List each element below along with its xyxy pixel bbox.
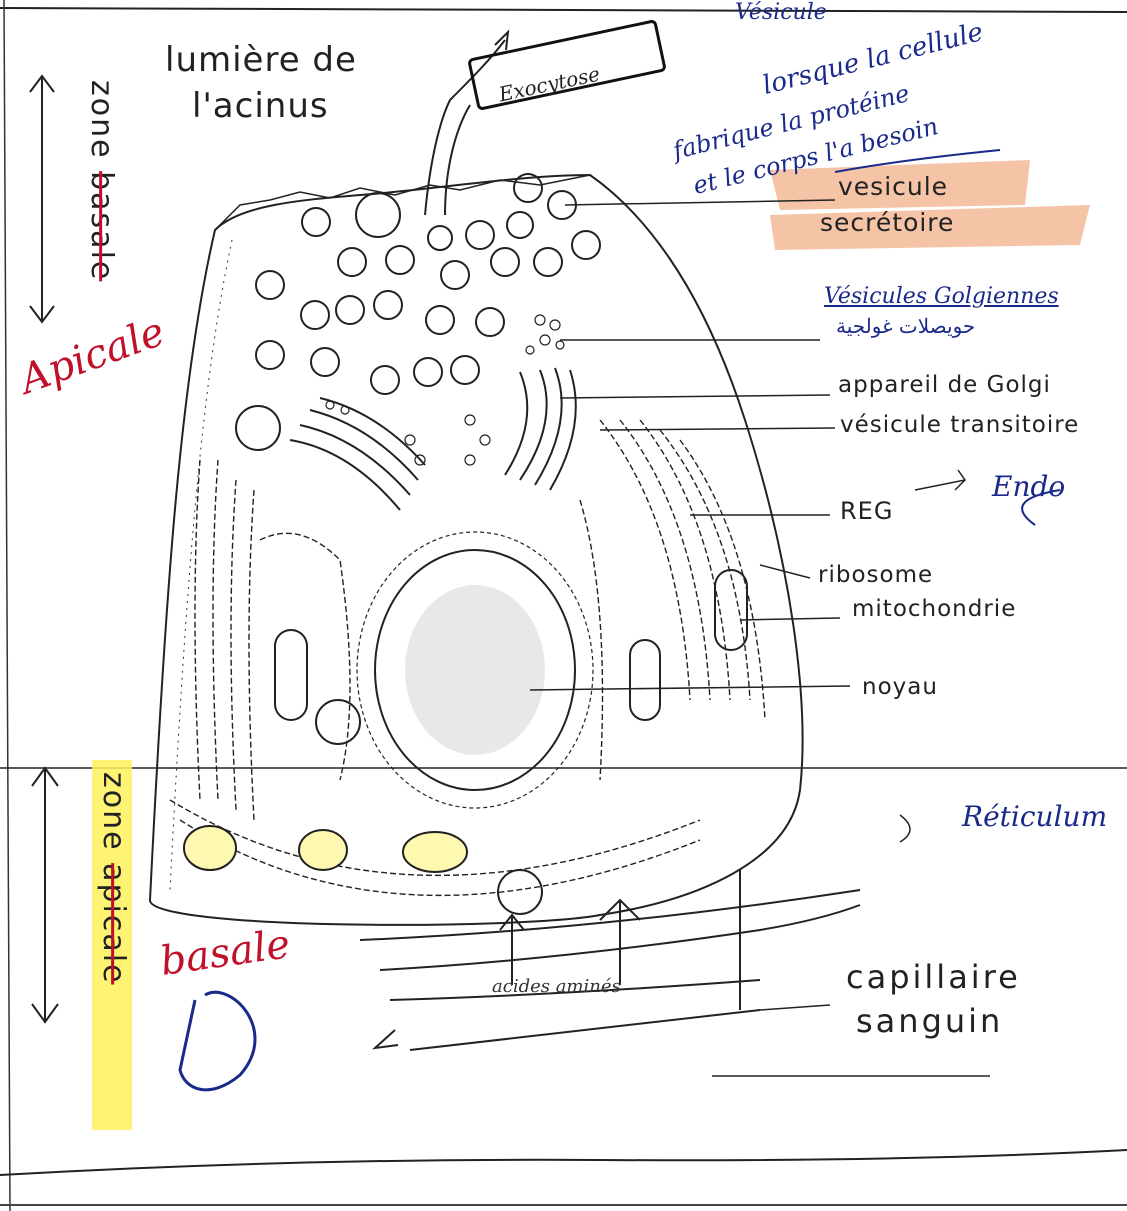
capillary — [360, 870, 860, 1050]
label-capillary-1: capillaire — [846, 958, 1021, 996]
chromatin — [405, 585, 545, 755]
label-zone-top: zone basale — [84, 80, 119, 281]
transit-vesicles — [326, 315, 564, 465]
label-golgi: appareil de Golgi — [838, 372, 1051, 398]
label-secretory-vesicle-2: secrétoire — [820, 208, 954, 237]
secretory-vesicles — [236, 174, 600, 450]
label-nucleus: noyau — [862, 674, 938, 700]
apical-membrane — [215, 175, 590, 230]
label-reg: REG — [840, 497, 893, 525]
label-capillary-2: sanguin — [856, 1002, 1003, 1040]
label-mitochondria: mitochondrie — [852, 596, 1016, 622]
label-lumen-line2: l'acinus — [192, 86, 329, 126]
basal-vesicle — [498, 870, 542, 914]
hand-endo: Endo — [992, 470, 1065, 503]
cell-membrane-inner — [170, 240, 232, 890]
bottom-line — [0, 1150, 1127, 1175]
golgi-apparatus — [290, 368, 576, 510]
top-border — [0, 8, 1127, 12]
hand-reticulum: Réticulum — [962, 800, 1107, 833]
label-lumen-line1: lumière de — [165, 40, 357, 80]
hand-golgi-vesicles-arabic: حويصلات غولجية — [836, 314, 975, 338]
label-zone-bottom-word: zone — [96, 772, 131, 852]
exocytose-box — [469, 21, 665, 109]
exocytosis-arrow — [495, 32, 508, 50]
label-transit-vesicle: vésicule transitoire — [840, 412, 1079, 438]
hand-d-shape — [180, 992, 255, 1090]
label-zone-bottom: zone apicale — [96, 772, 131, 985]
hand-top-scribble: Vésicule — [735, 0, 827, 25]
hand-acides-amines: acides aminés — [492, 976, 621, 997]
left-border — [4, 0, 10, 1211]
label-zone-bottom-struck: apicale — [96, 863, 131, 984]
label-ribosome: ribosome — [818, 562, 933, 588]
label-secretory-vesicle-1: vesicule — [838, 172, 948, 201]
lipid-droplet — [316, 700, 360, 744]
zone-arrows — [30, 76, 58, 1022]
label-zone-top-word: zone — [84, 80, 119, 160]
hand-golgi-vesicles: Vésicules Golgiennes — [824, 284, 1059, 309]
label-zone-top-struck: basale — [84, 171, 119, 281]
